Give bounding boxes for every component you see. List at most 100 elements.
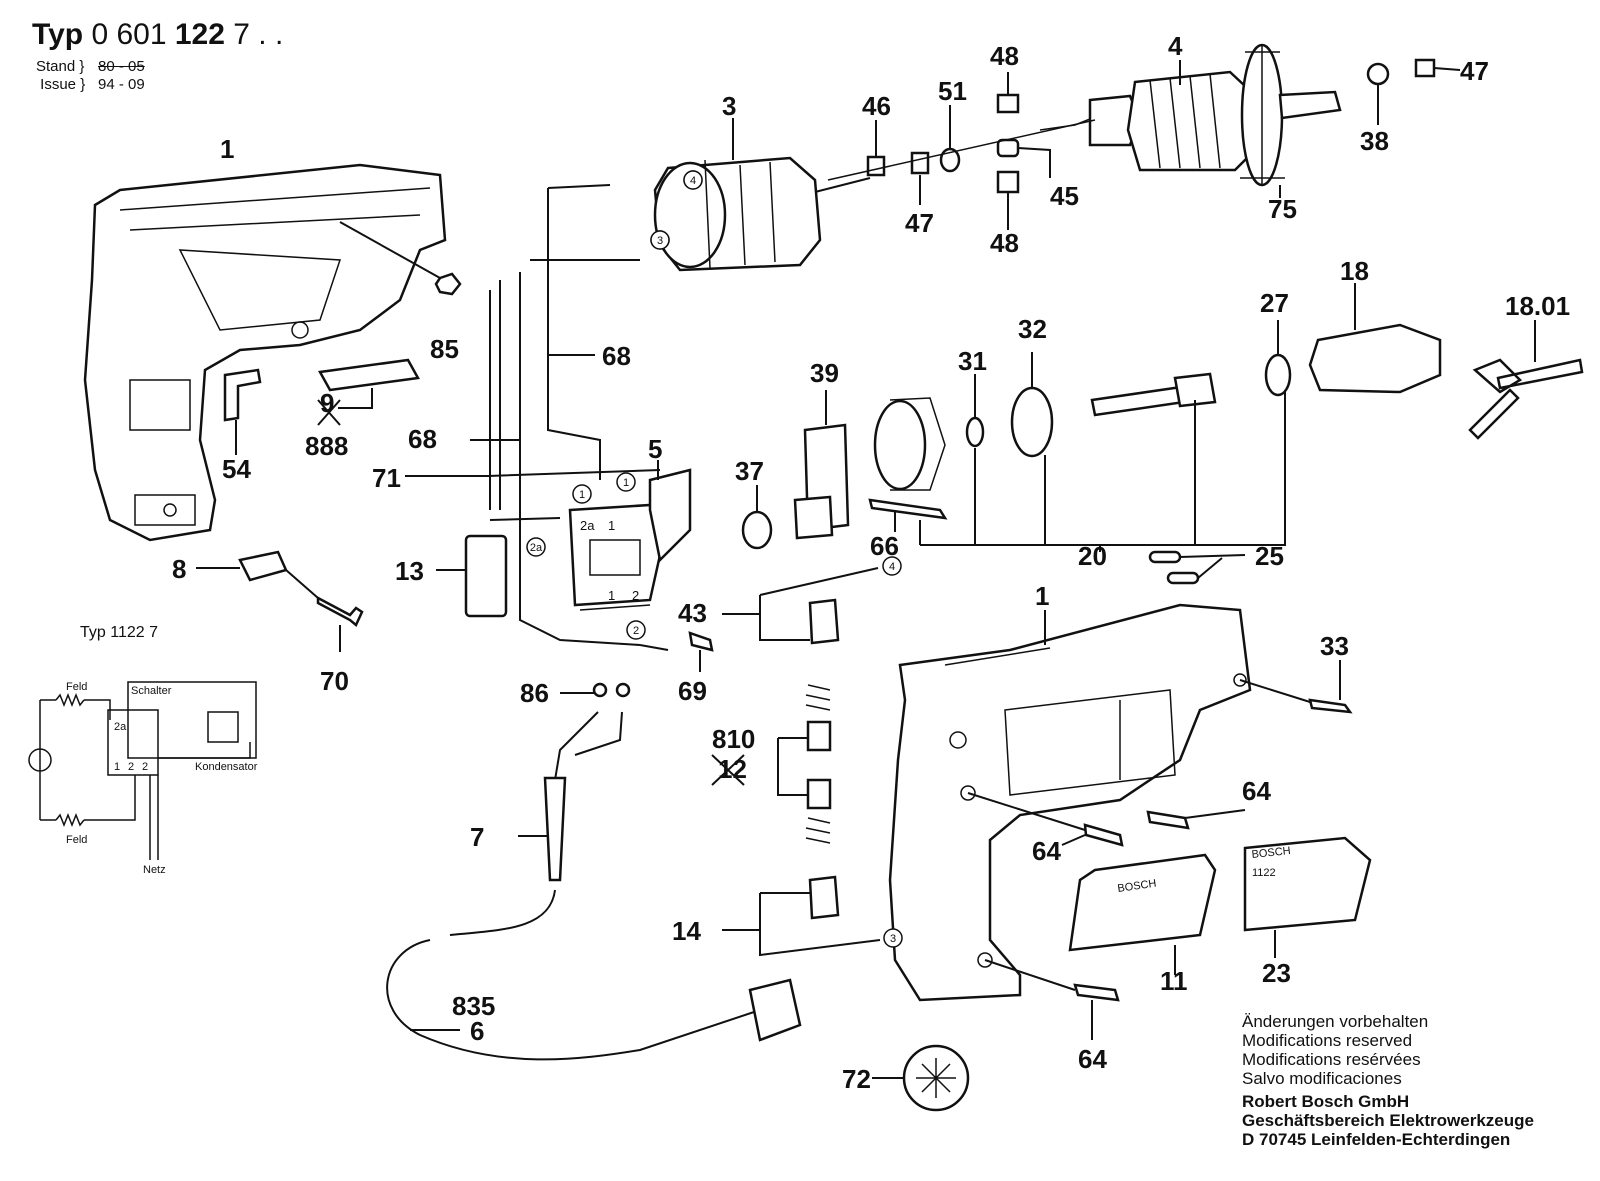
wiring-schematic: Feld Feld Schalter Kondensator Netz 2a 1… bbox=[28, 681, 258, 876]
note-en: Modifications reserved bbox=[1242, 1031, 1413, 1050]
screw-64-b bbox=[1146, 810, 1190, 830]
callout-4: 51 bbox=[938, 76, 967, 106]
switch-5 bbox=[568, 468, 692, 611]
marker-label-2: 1 bbox=[579, 489, 585, 501]
bearing-seat-47-right bbox=[1414, 58, 1436, 78]
marker-circle-7 bbox=[883, 928, 903, 948]
callout-38: 7 bbox=[470, 822, 484, 852]
callout-26: 32 bbox=[1018, 314, 1047, 344]
screw-64-c bbox=[1073, 983, 1120, 1002]
bearing-seat-46 bbox=[866, 155, 886, 177]
callout-21: 8 bbox=[172, 554, 186, 584]
callout-11: 75 bbox=[1268, 194, 1297, 224]
strike-9 bbox=[317, 399, 341, 426]
callout-18: 71 bbox=[372, 463, 401, 493]
power-cable bbox=[386, 711, 802, 1061]
nameplate-model: 1122 bbox=[1252, 867, 1276, 879]
callout-29: 18.01 bbox=[1505, 291, 1570, 321]
callout-17: 68 bbox=[408, 424, 437, 454]
company-name: Robert Bosch GmbH bbox=[1242, 1092, 1410, 1111]
callout-28: 18 bbox=[1340, 256, 1369, 286]
issue-value: 94 - 09 bbox=[98, 76, 145, 93]
switch-label-2: 1 bbox=[608, 588, 615, 603]
pin-25-b bbox=[1166, 571, 1200, 585]
marker-label-3: 1 bbox=[623, 477, 629, 489]
wiring-harness bbox=[487, 184, 669, 651]
schematic-terminal-1: 2a bbox=[114, 721, 127, 733]
callout-35: 86 bbox=[520, 678, 549, 708]
revision-block: Stand }80 - 05 Issue }94 - 09 bbox=[36, 58, 145, 93]
pin-25-a bbox=[1148, 550, 1182, 564]
callout-43: 1 bbox=[1035, 581, 1049, 611]
switch-label-1: 1 bbox=[608, 518, 615, 533]
chuck-key-18-01 bbox=[1468, 358, 1584, 440]
title-number-bold: 122 bbox=[174, 18, 225, 51]
marker-circle-1 bbox=[650, 230, 670, 250]
screw-33 bbox=[1308, 698, 1353, 714]
callout-9: 38 bbox=[1360, 126, 1389, 156]
schematic-terminal-3: 2 bbox=[128, 761, 134, 773]
schematic-terminal-4: 2 bbox=[142, 761, 148, 773]
note-fr: Modifications resérvées bbox=[1242, 1050, 1421, 1069]
schematic-title: Typ 1122 7 bbox=[80, 624, 158, 641]
housing-half-right bbox=[888, 603, 1252, 1002]
intermediate-flange-39 bbox=[793, 423, 850, 540]
callout-40: 835 bbox=[452, 991, 495, 1021]
nameplate-brand-23: BOSCH bbox=[1251, 845, 1291, 861]
connector-86-b bbox=[615, 682, 631, 698]
switch-label-3: 2 bbox=[632, 588, 639, 603]
callout-5: 48 bbox=[990, 41, 1019, 71]
schematic-feld-top: Feld bbox=[66, 681, 87, 693]
bushing-37 bbox=[741, 510, 773, 550]
bearing-seat-47-left bbox=[910, 151, 930, 175]
retaining-ring-31 bbox=[965, 416, 985, 448]
nut-85 bbox=[434, 272, 462, 296]
brush-holder-14 bbox=[808, 875, 840, 920]
callout-33: 43 bbox=[678, 598, 707, 628]
strike-12 bbox=[711, 754, 745, 786]
title-prefix: Typ bbox=[32, 18, 84, 51]
callout-19: 5 bbox=[648, 434, 662, 464]
callout-24: 39 bbox=[810, 358, 839, 388]
brush-holder-43 bbox=[808, 598, 840, 645]
callout-48: 11 bbox=[1160, 966, 1188, 996]
marker-circle-6 bbox=[882, 556, 902, 576]
stand-label: Stand bbox=[36, 58, 76, 75]
schematic-schalter: Schalter bbox=[131, 685, 172, 697]
schematic-netz: Netz bbox=[143, 864, 166, 876]
callout-39: 14 bbox=[672, 916, 701, 946]
carbon-brush-48-top bbox=[996, 93, 1020, 114]
callout-12: 85 bbox=[430, 334, 459, 364]
housing-half-left bbox=[83, 163, 447, 542]
gear-wheel bbox=[873, 399, 927, 491]
nameplate-brand-11: BOSCH bbox=[1117, 878, 1157, 895]
callout-20: 13 bbox=[395, 556, 424, 586]
washer-51 bbox=[939, 147, 961, 173]
switch-label-0: 2a bbox=[580, 518, 595, 533]
callout-2: 4 bbox=[1168, 31, 1183, 61]
callout-8: 48 bbox=[990, 228, 1019, 258]
ball-38 bbox=[1366, 62, 1390, 86]
callout-23: 37 bbox=[735, 456, 764, 486]
modification-notes: Änderungen vorbehalten Modifications res… bbox=[1242, 1012, 1428, 1088]
nameplate-11 bbox=[1068, 853, 1217, 952]
armature-4 bbox=[1039, 43, 1342, 187]
title-suffix: 7 . . bbox=[233, 18, 284, 51]
marker-circle-3 bbox=[616, 472, 636, 492]
label-plate-9 bbox=[318, 358, 420, 392]
company-block: Robert Bosch GmbH Geschäftsbereich Elekt… bbox=[1242, 1092, 1534, 1149]
schematic-kondensator: Kondensator bbox=[195, 761, 258, 773]
callout-10: 47 bbox=[905, 208, 934, 238]
callout-41: 6 bbox=[470, 1016, 484, 1046]
company-address: D 70745 Leinfelden-Echterdingen bbox=[1242, 1130, 1511, 1149]
callout-49: 23 bbox=[1262, 958, 1291, 988]
callout-16: 68 bbox=[602, 341, 631, 371]
capacitor-13 bbox=[464, 534, 508, 618]
marker-label-0: 4 bbox=[690, 175, 696, 187]
marker-label-7: 3 bbox=[890, 933, 896, 945]
callout-7: 45 bbox=[1050, 181, 1079, 211]
marker-circle-0 bbox=[683, 170, 703, 190]
marker-label-1: 3 bbox=[657, 235, 663, 247]
marker-circle-2 bbox=[572, 484, 592, 504]
